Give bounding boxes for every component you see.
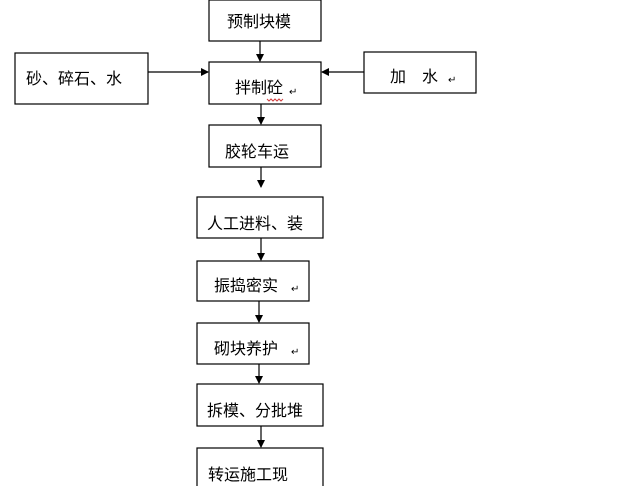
node-demold: 拆模、分批堆	[196, 383, 324, 427]
node-inputs: 砂、碎石、水	[14, 52, 149, 105]
spellcheck-underline	[266, 98, 284, 102]
paragraph-mark: ↵	[291, 347, 299, 358]
node-mix-concrete-label: 拌制砼	[235, 78, 283, 97]
node-curing-label: 砌块养护	[214, 339, 278, 358]
node-vibrate: 振捣密实 ↵	[196, 260, 310, 302]
node-manual-feed: 人工进料、装	[196, 196, 324, 239]
node-inputs-label: 砂、碎石、水	[26, 69, 122, 88]
node-transport-cart: 胶轮车运	[208, 124, 322, 168]
node-vibrate-label: 振捣密实	[214, 276, 278, 295]
node-curing: 砌块养护 ↵	[196, 322, 310, 365]
node-add-water: 加 水 ↵	[363, 51, 477, 94]
node-mix-concrete: 拌制砼 ↵	[208, 61, 322, 105]
paragraph-mark: ↵	[291, 284, 299, 295]
node-to-site: 转运施工现	[196, 447, 324, 486]
node-transport-cart-label: 胶轮车运	[225, 142, 289, 161]
node-to-site-label: 转运施工现	[208, 465, 288, 484]
node-precast-mold: 预制块模	[208, 0, 322, 42]
paragraph-mark: ↵	[448, 75, 456, 86]
node-add-water-label: 加 水	[390, 67, 438, 86]
node-demold-label: 拆模、分批堆	[207, 401, 303, 420]
paragraph-mark: ↵	[289, 87, 297, 98]
node-manual-feed-label: 人工进料、装	[207, 214, 303, 233]
node-precast-mold-label: 预制块模	[227, 12, 291, 31]
